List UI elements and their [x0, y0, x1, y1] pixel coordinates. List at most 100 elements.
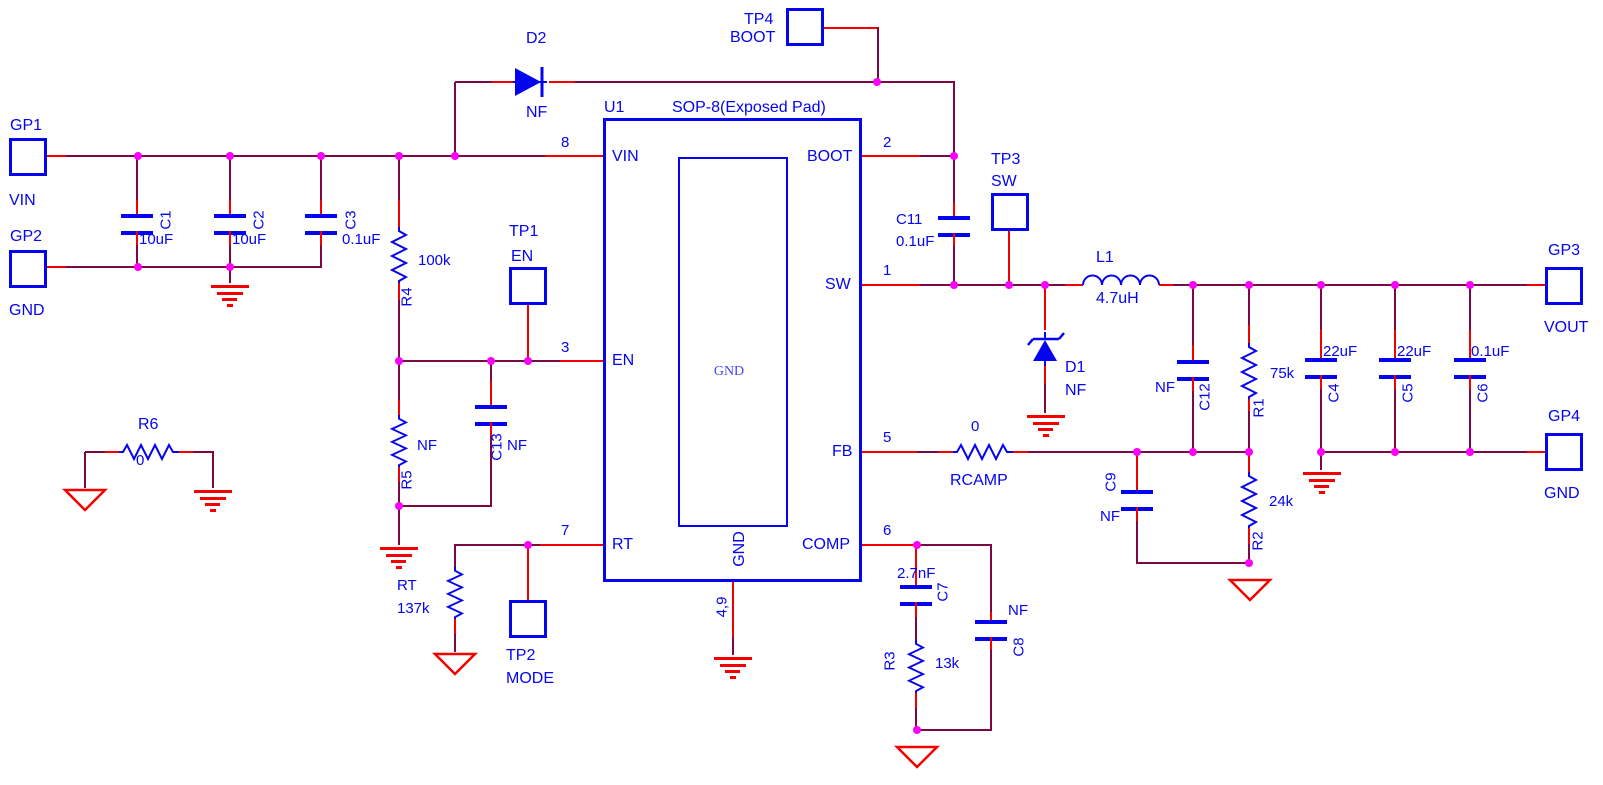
r1-wire-bot	[1248, 411, 1250, 452]
d2-riser-wire	[454, 82, 456, 156]
gp3-ref-label: GP3	[1548, 242, 1581, 259]
r1-stub-bot	[1248, 399, 1250, 411]
c7-ref-label: C7	[934, 582, 952, 602]
tp2-pad	[509, 600, 547, 638]
u1-pin-rt-name: RT	[612, 536, 634, 553]
r3-ref-label: R3	[881, 651, 899, 671]
junction-dot	[524, 357, 532, 365]
c12-wire-top	[1192, 285, 1194, 345]
earth-ground-icon	[1027, 415, 1065, 437]
gp4-net-label: GND	[1544, 485, 1580, 502]
c11-stub-top	[953, 202, 955, 216]
r4-resistor-icon	[389, 227, 409, 283]
input-gnd-stem	[229, 267, 231, 283]
c3-stub-bot	[320, 231, 322, 245]
c3-stub-top	[320, 200, 322, 214]
earth-ground-icon	[380, 547, 418, 569]
r4-stub-top	[398, 200, 400, 227]
rt-res-wire-top	[454, 544, 456, 567]
r2-ref-label: R2	[1249, 531, 1267, 551]
r1-wire-top	[1248, 285, 1250, 325]
junction-dot	[1189, 448, 1197, 456]
r5-wire-bot	[398, 482, 400, 545]
c1-value-label: 10uF	[139, 231, 174, 248]
r6-wire-left-h	[85, 451, 105, 453]
c7-r3-wire	[915, 617, 917, 640]
r5-stub-top	[398, 400, 400, 415]
c12-value-label: NF	[1155, 379, 1175, 396]
c7-stub-bot	[915, 602, 917, 617]
output-gnd-rail-wire	[1322, 451, 1527, 453]
c7-stub-top	[915, 545, 917, 585]
junction-dot	[1317, 448, 1325, 456]
r6-wire-left-v	[84, 452, 86, 488]
d2-wire-left	[455, 81, 492, 83]
rcamp-value-label: 0	[971, 418, 980, 435]
tp4-wire	[877, 27, 879, 82]
junction-dot	[1245, 559, 1253, 567]
junction-dot	[317, 152, 325, 160]
junction-dot	[226, 152, 234, 160]
c5-stub-bot	[1394, 375, 1396, 389]
d2-stub-left	[492, 81, 514, 83]
c6-stub-top	[1469, 330, 1471, 358]
c11-wire-top	[953, 156, 955, 202]
l1-inductor-icon	[1082, 274, 1160, 286]
d2-diode-icon	[513, 67, 547, 97]
c8-stub-bot	[990, 637, 992, 650]
u1-pad-gnd-label: GND	[713, 364, 745, 379]
output-gnd-stem	[1320, 452, 1322, 470]
c13-value-label: NF	[507, 437, 527, 454]
pin-3-stub	[560, 360, 603, 362]
c8-wire-bot-h	[917, 729, 992, 731]
gnd-pin-stub	[732, 582, 734, 637]
junction-dot	[1189, 281, 1197, 289]
c8-wire-top-v	[990, 544, 992, 612]
gp4-stub	[1527, 451, 1546, 453]
u1-pin-7-number: 7	[561, 522, 570, 539]
rcamp-ref-label: RCAMP	[950, 472, 1008, 489]
c12-wire-bot	[1192, 391, 1194, 452]
junction-dot	[395, 502, 403, 510]
r3-value-label: 13k	[935, 655, 960, 672]
c5-value-label: 22uF	[1397, 343, 1432, 360]
triangle-ground-icon	[431, 652, 479, 676]
vout-rail-wire	[1173, 284, 1527, 286]
c11-stub-bot	[953, 233, 955, 246]
c3-ref-label: C3	[342, 210, 360, 230]
triangle-ground-icon	[893, 745, 941, 769]
gnd-pin-wire	[732, 637, 734, 655]
gp4-pad	[1545, 433, 1583, 471]
d1-stub-bot	[1044, 366, 1046, 384]
c4-ref-label: C4	[1325, 383, 1343, 403]
u1-pin-3-number: 3	[561, 339, 570, 356]
junction-dot	[134, 152, 142, 160]
c2-wire-top	[229, 156, 231, 200]
r2-stub-bot	[1248, 528, 1250, 544]
c13-ref-label: C13	[488, 433, 506, 461]
c6-wire-top	[1469, 285, 1471, 330]
r5-resistor-icon	[389, 415, 409, 467]
c6-stub-bot	[1469, 375, 1471, 389]
u1-gnd-pin-numbers: 4,9	[713, 596, 731, 618]
rt-res-wire-bot	[454, 634, 456, 652]
d1-value-label: NF	[1065, 382, 1087, 399]
tp4-ref-label: TP4	[744, 11, 774, 28]
r4-wire-bot	[398, 300, 400, 361]
r2-value-label: 24k	[1269, 493, 1294, 510]
r5-stub-bot	[398, 467, 400, 482]
r2-stub-top	[1248, 452, 1250, 472]
c6-ref-label: C6	[1474, 383, 1492, 403]
c1-stub-top	[136, 200, 138, 214]
earth-ground-icon	[194, 490, 232, 512]
c2-value-label: 10uF	[232, 231, 267, 248]
tp3-wire	[1008, 231, 1010, 285]
c1-stub-bot	[136, 231, 138, 245]
u1-pin-1-number: 1	[883, 262, 892, 279]
d2-ref-label: D2	[526, 30, 547, 47]
junction-dot	[950, 281, 958, 289]
rcamp-stub-right	[1013, 451, 1028, 453]
u1-ref-label: U1	[604, 99, 625, 116]
boot-riser-wire	[953, 82, 955, 156]
rcamp-resistor-icon	[953, 442, 1013, 462]
